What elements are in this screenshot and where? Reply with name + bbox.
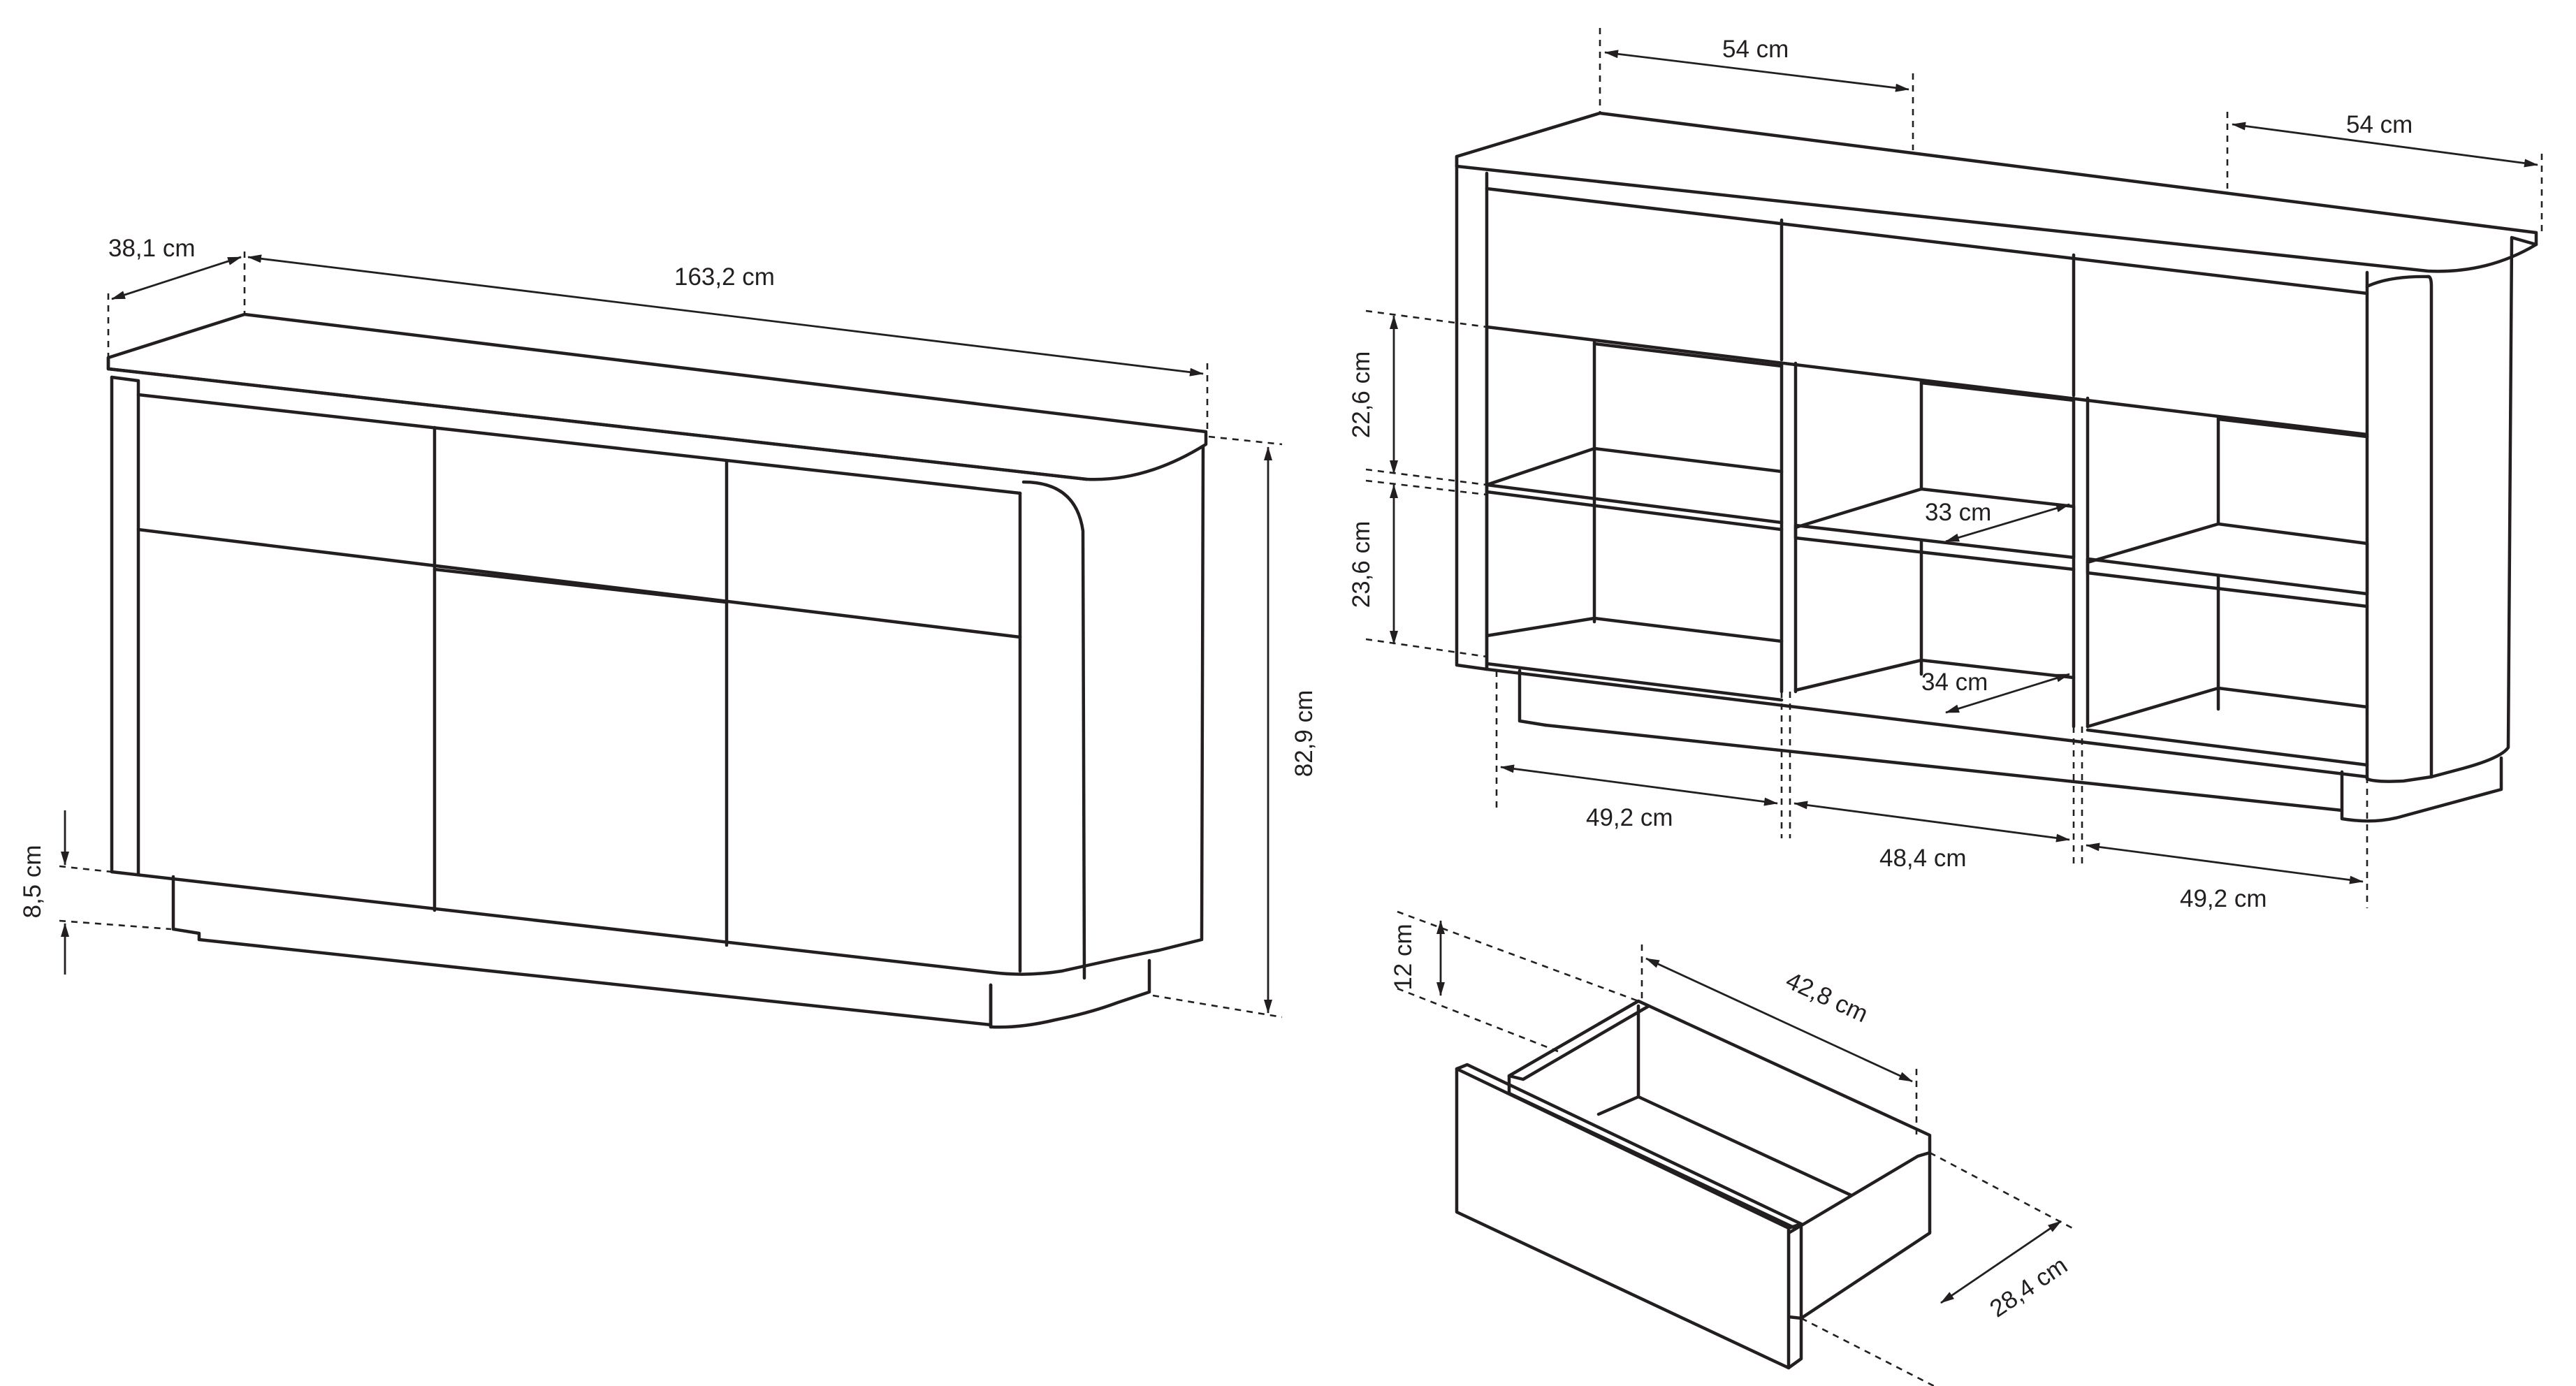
dim-right-compartment-label: 49,2 cm xyxy=(2180,885,2267,912)
closed-dimension-lines xyxy=(59,251,1283,1019)
dim-drawer-height-label: 12 cm xyxy=(1390,924,1417,990)
open-dimension-lines xyxy=(1365,28,2543,908)
dim-shelf-depth-lower-label: 34 cm xyxy=(1921,669,1988,696)
dim-middle-compartment-label: 48,4 cm xyxy=(1879,845,1967,872)
drawer-drawing xyxy=(1455,999,1932,1370)
drawer-dimension-lines xyxy=(1397,910,2076,1386)
dim-top-right-width-label: 54 cm xyxy=(2346,111,2413,138)
dim-left-compartment-label: 49,2 cm xyxy=(1586,804,1673,831)
dim-drawer-width-label: 42,8 cm xyxy=(1782,967,1872,1028)
dim-shelf-depth-upper-label: 33 cm xyxy=(1925,499,1991,526)
dim-lower-shelf-height-label: 23,6 cm xyxy=(1348,521,1375,608)
sideboard-closed-drawing xyxy=(106,312,1208,1029)
dim-top-left-width-label: 54 cm xyxy=(1722,36,1789,63)
dim-drawer-depth-label: 28,4 cm xyxy=(1985,1251,2072,1322)
dim-width-label: 163,2 cm xyxy=(674,263,775,291)
dim-plinth-label: 8,5 cm xyxy=(19,845,46,918)
dim-upper-shelf-height-label: 22,6 cm xyxy=(1348,351,1375,439)
dim-depth-label: 38,1 cm xyxy=(108,235,196,262)
sideboard-open-drawing xyxy=(1455,111,2538,823)
dim-height-label: 82,9 cm xyxy=(1290,690,1318,778)
